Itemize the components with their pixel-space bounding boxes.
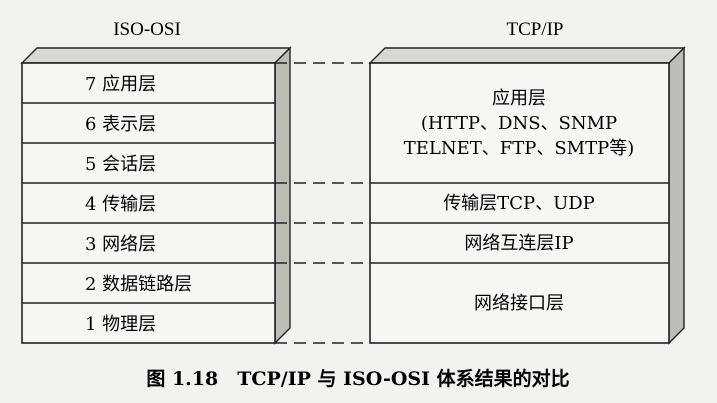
mapping-lines: [275, 62, 370, 344]
osi-layer-label: 6 表示层: [85, 114, 156, 135]
osi-layer-list: 7 应用层 6 表示层 5 会话层 4 传输层 3 网络层 2 数据链路层 1 物理层: [22, 74, 275, 335]
figure-caption: 图 1.18 TCP/IP 与 ISO-OSI 体系结果的对比: [146, 367, 569, 390]
tcpip-stack-front-face: [369, 62, 670, 344]
osi-layer-label: 1 物理层: [85, 314, 156, 335]
tcpip-layer-label: 传输层TCP、UDP: [443, 193, 595, 214]
tcpip-layer-label: 网络互连层IP: [464, 233, 573, 254]
osi-layer-label: 2 数据链路层: [85, 274, 192, 295]
osi-layer-label: 4 传输层: [85, 194, 156, 215]
tcpip-layer-label: 应用层: [492, 88, 546, 109]
osi-stack: 7 应用层 6 表示层 5 会话层 4 传输层 3 网络层 2 数据链路层 1 物理层: [20, 46, 292, 345]
osi-stack-side-face: [274, 46, 291, 345]
tcpip-layer-list: 应用层 (HTTP、DNS、SNMP TELNET、FTP、SMTP等) 传输层TCP…: [370, 88, 669, 314]
tcpip-layer-label: TELNET、FTP、SMTP等): [404, 138, 635, 159]
osi-layer-label: 5 会话层: [85, 154, 156, 175]
tcpip-stack-title: TCP/IP: [506, 19, 563, 40]
tcpip-layer-label: (HTTP、DNS、SNMP: [421, 113, 617, 134]
osi-stack-front-face: [21, 62, 276, 344]
tcpip-stack: 应用层 (HTTP、DNS、SNMP TELNET、FTP、SMTP等) 传输层TCP…: [368, 46, 686, 345]
osi-stack-title: ISO-OSI: [113, 19, 181, 40]
osi-stack-top-face: [20, 47, 292, 64]
tcpip-stack-side-face: [668, 46, 685, 345]
tcpip-layer-label: 网络接口层: [474, 293, 564, 314]
osi-layer-label: 7 应用层: [85, 74, 156, 95]
osi-layer-label: 3 网络层: [85, 234, 156, 255]
tcpip-stack-top-face: [368, 47, 686, 64]
